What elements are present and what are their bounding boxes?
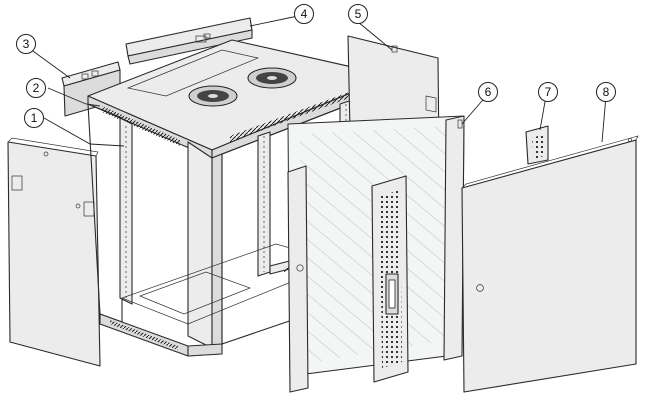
top-hinge-bracket (525, 125, 549, 165)
callout-6: 6 (478, 82, 498, 102)
fan-right-icon (247, 67, 297, 89)
callout-8-label: 8 (603, 85, 610, 99)
callout-5-label: 5 (355, 7, 362, 21)
callout-2-label: 2 (33, 81, 40, 95)
callout-7-label: 7 (545, 85, 552, 99)
fan-left-icon (188, 85, 238, 107)
callout-1: 1 (24, 108, 44, 128)
callout-8: 8 (596, 82, 616, 102)
callout-3-label: 3 (23, 37, 30, 51)
callout-6-label: 6 (485, 85, 492, 99)
left-mounting-bracket (61, 61, 121, 117)
callout-4-label: 4 (301, 7, 308, 21)
cabinet-body (87, 39, 393, 357)
callout-2: 2 (26, 78, 46, 98)
callout-4: 4 (294, 4, 314, 24)
right-side-panel (461, 135, 639, 393)
callout-7: 7 (538, 82, 558, 102)
door-side-stile (371, 175, 409, 383)
callout-1-label: 1 (31, 111, 38, 125)
callout-3: 3 (16, 34, 36, 54)
callout-5: 5 (348, 4, 368, 24)
top-wall-bracket (125, 17, 253, 65)
left-side-panel (7, 137, 101, 367)
leader-lines (25, 15, 607, 147)
